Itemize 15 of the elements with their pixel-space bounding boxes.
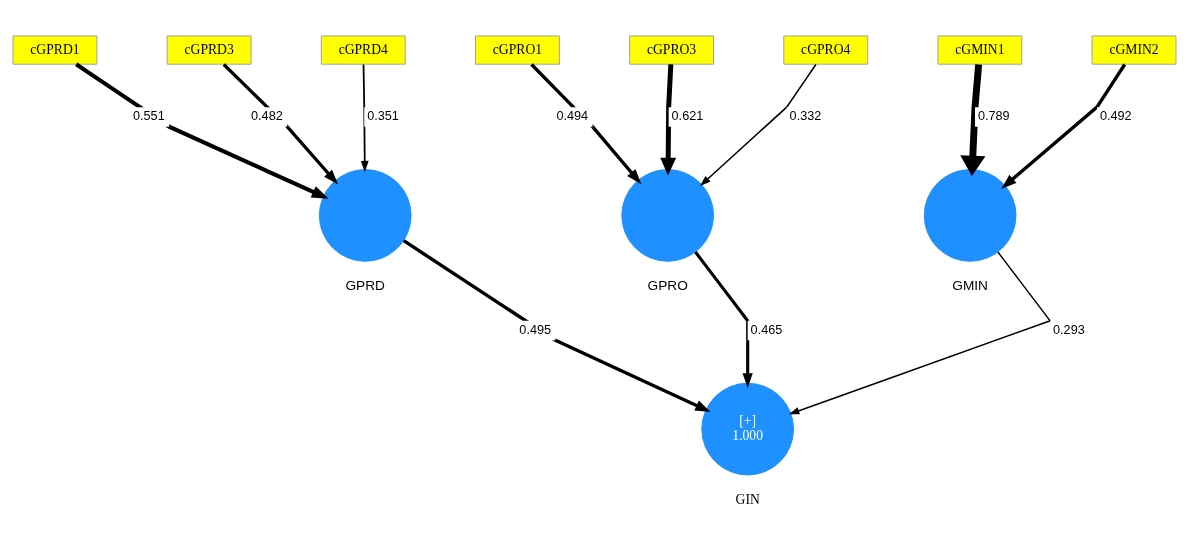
node-label: GPRO xyxy=(647,278,688,294)
node-label: GIN xyxy=(735,491,760,507)
edge-label: 0.492 xyxy=(1099,109,1132,124)
edge-label: 0.293 xyxy=(1053,322,1085,337)
edge-label: 0.482 xyxy=(251,109,283,124)
edge-label: 0.465 xyxy=(750,322,783,337)
edge-label: 0.621 xyxy=(671,109,704,124)
edge-label: 0.789 xyxy=(977,109,1010,124)
edge-label: 0.551 xyxy=(133,109,165,124)
node-label: GPRD xyxy=(345,278,385,294)
edge-label: 0.332 xyxy=(789,109,822,124)
edge-label: 0.495 xyxy=(519,322,552,337)
edge-label: 0.494 xyxy=(556,109,589,124)
edge-label: 0.351 xyxy=(367,109,399,124)
node-label: GMIN xyxy=(952,278,988,294)
